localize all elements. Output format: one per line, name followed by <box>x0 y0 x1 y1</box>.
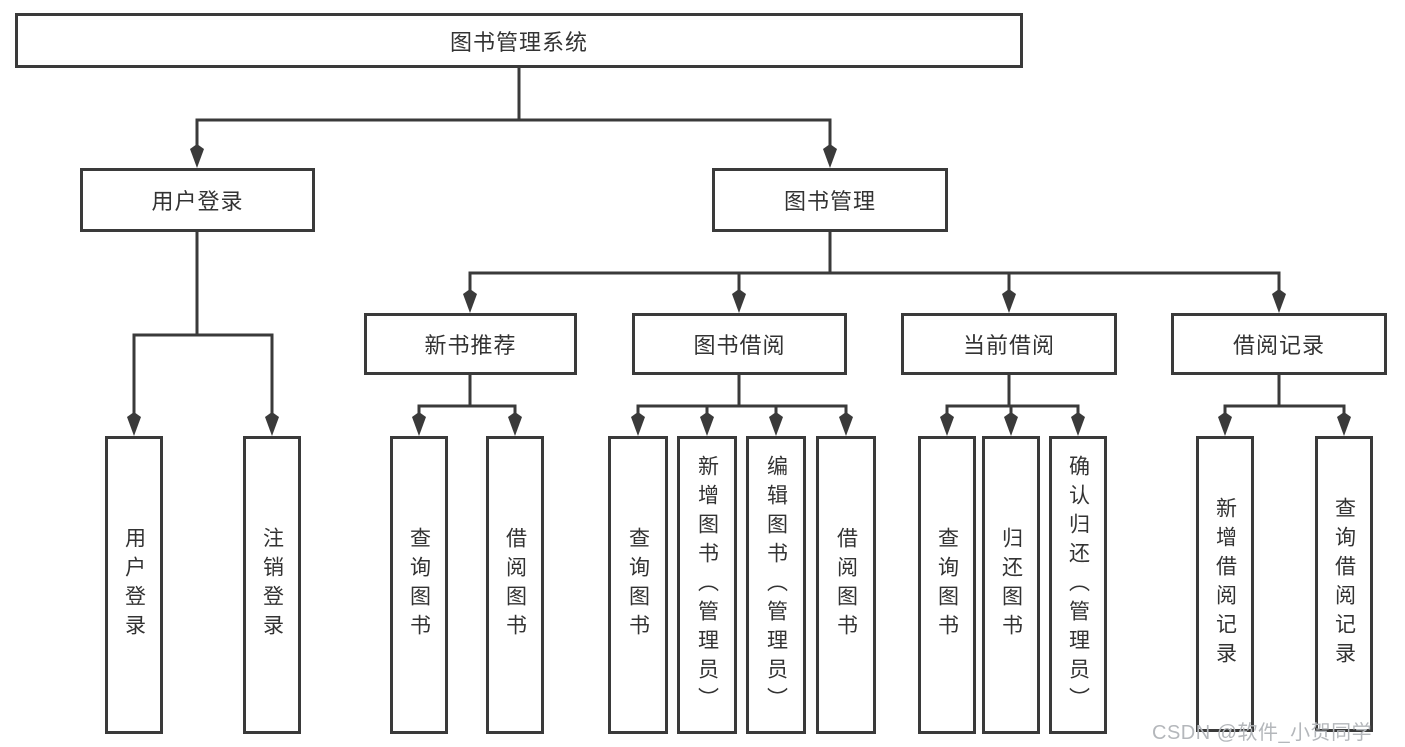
leaf-return-books: 归还图书 <box>982 436 1040 734</box>
connector-current-borrow-to-leaves <box>945 371 1080 421</box>
connector-book-management-to-level3 <box>468 228 1281 298</box>
leaf-edit-books-admin: 编辑图书（管理员） <box>746 436 806 734</box>
leaf-query-borrow-record: 查询借阅记录 <box>1315 436 1373 732</box>
connector-root-to-level2 <box>195 64 832 152</box>
arrowhead-down-icon <box>127 412 141 436</box>
arrowhead-down-icon <box>1218 412 1232 436</box>
arrowhead-down-icon <box>700 412 714 436</box>
arrowhead-down-icon <box>412 412 426 436</box>
arrowhead-down-icon <box>732 289 746 313</box>
watermark: CSDN @软件_小贺同学 <box>1152 722 1373 744</box>
connector-new-book-recommend-to-leaves <box>417 371 517 421</box>
node-book-management: 图书管理 <box>712 168 948 232</box>
arrowhead-down-icon <box>823 144 837 168</box>
leaf-user-login: 用户登录 <box>105 436 163 734</box>
arrowhead-down-icon <box>1337 412 1351 436</box>
arrowhead-down-icon <box>508 412 522 436</box>
arrowhead-down-icon <box>1272 289 1286 313</box>
connector-user-login-to-leaves <box>132 228 274 421</box>
leaf-confirm-return-admin: 确认归还（管理员） <box>1049 436 1107 734</box>
connector-borrow-records-to-leaves <box>1223 371 1346 421</box>
connector-line-group <box>132 64 1346 421</box>
arrowhead-down-icon <box>1002 289 1016 313</box>
leaf-borrow-books-recommend: 借阅图书 <box>486 436 544 734</box>
arrowhead-down-icon <box>940 412 954 436</box>
leaf-query-books-borrow: 查询图书 <box>608 436 668 734</box>
arrowhead-down-icon <box>1004 412 1018 436</box>
leaf-add-borrow-record: 新增借阅记录 <box>1196 436 1254 732</box>
arrowhead-down-icon <box>839 412 853 436</box>
arrowhead-down-icon <box>463 289 477 313</box>
node-book-borrowing: 图书借阅 <box>632 313 847 375</box>
node-current-borrowing: 当前借阅 <box>901 313 1117 375</box>
leaf-query-books-current: 查询图书 <box>918 436 976 734</box>
node-borrowing-records: 借阅记录 <box>1171 313 1387 375</box>
connector-book-borrow-to-leaves <box>636 371 848 421</box>
node-user-login: 用户登录 <box>80 168 315 232</box>
arrowhead-down-icon <box>631 412 645 436</box>
arrowhead-group <box>127 144 1351 436</box>
node-new-book-recommendation: 新书推荐 <box>364 313 577 375</box>
arrowhead-down-icon <box>190 144 204 168</box>
leaf-query-books-recommend: 查询图书 <box>390 436 448 734</box>
arrowhead-down-icon <box>265 412 279 436</box>
leaf-logout: 注销登录 <box>243 436 301 734</box>
node-library-management-system: 图书管理系统 <box>15 13 1023 68</box>
leaf-add-books-admin: 新增图书（管理员） <box>677 436 737 734</box>
arrowhead-down-icon <box>769 412 783 436</box>
leaf-borrow-books: 借阅图书 <box>816 436 876 734</box>
arrowhead-down-icon <box>1071 412 1085 436</box>
